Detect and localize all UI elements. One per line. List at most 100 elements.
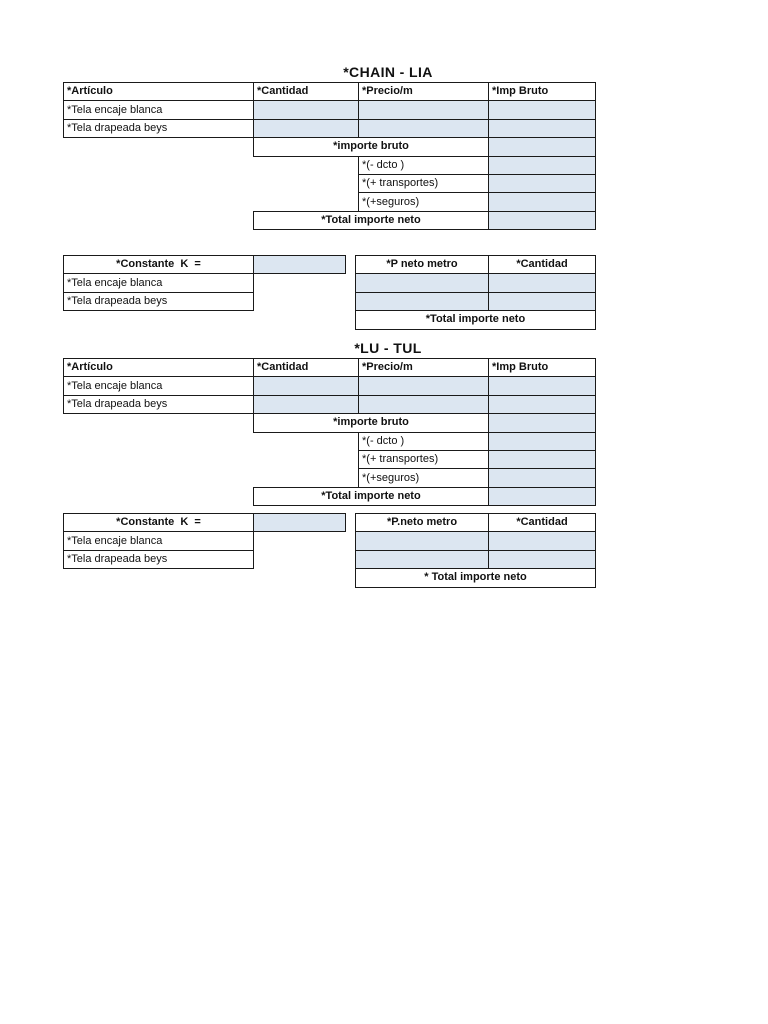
column-header-cantidad: *Cantidad <box>488 512 596 533</box>
empty-space <box>64 156 254 174</box>
constant-label-cell: *Constante K = <box>63 512 254 533</box>
constant-label-cell: *Constante K = <box>63 254 254 275</box>
article-name-cell: *Tela encaje blanca <box>63 273 254 293</box>
importe-bruto-value-cell[interactable] <box>488 137 596 157</box>
empty-space <box>346 532 356 550</box>
total-label-cell: *Total importe neto <box>253 486 489 507</box>
article-name-cell: *Tela drapeada beys <box>63 118 254 139</box>
article-name-cell: *Tela encaje blanca <box>63 376 254 396</box>
p-neto-input-cell[interactable] <box>355 531 489 551</box>
imp-bruto-input-cell[interactable] <box>488 394 596 415</box>
empty-space <box>254 274 346 292</box>
constant-table-lu-tul: *Constante K = *P.neto metro *Cantidad *… <box>63 512 596 588</box>
articles-table-lu-tul: *Artículo *Cantidad *Precio/m *Imp Bruto… <box>63 357 596 507</box>
p-neto-input-cell[interactable] <box>355 273 489 293</box>
cantidad-input-cell[interactable] <box>253 118 359 139</box>
cantidad-input-cell[interactable] <box>253 100 359 120</box>
table-row: *Total importe neto <box>64 210 596 231</box>
column-header-cantidad: *Cantidad <box>488 254 596 275</box>
empty-space <box>64 414 254 432</box>
column-header-articulo: *Artículo <box>63 357 254 378</box>
total-value-cell[interactable] <box>488 486 596 507</box>
imp-bruto-input-cell[interactable] <box>488 118 596 139</box>
column-header-precio: *Precio/m <box>358 357 489 378</box>
empty-space <box>254 193 359 211</box>
importe-bruto-label-cell: *importe bruto <box>253 137 489 157</box>
p-neto-input-cell[interactable] <box>355 291 489 312</box>
table-row: *(+seguros) <box>64 192 596 212</box>
empty-space <box>64 174 254 192</box>
table-row: *Artículo *Cantidad *Precio/m *Imp Bruto <box>63 81 596 102</box>
cantidad-input-cell[interactable] <box>488 273 596 293</box>
article-name-cell: *Tela drapeada beys <box>63 394 254 415</box>
empty-space <box>254 311 346 329</box>
empty-space <box>254 532 346 550</box>
table-row: *importe bruto <box>64 413 596 433</box>
empty-space <box>64 450 254 468</box>
adjustment-label-cell: *(+seguros) <box>358 192 489 212</box>
importe-bruto-value-cell[interactable] <box>488 413 596 433</box>
table-row: *(+ transportes) <box>64 173 596 194</box>
adjustment-value-cell[interactable] <box>488 155 596 175</box>
adjustment-label-cell: *(- dcto ) <box>358 431 489 451</box>
empty-space <box>64 432 254 450</box>
empty-space <box>346 292 356 310</box>
column-header-articulo: *Artículo <box>63 81 254 102</box>
empty-space <box>254 469 359 487</box>
empty-space <box>64 487 254 505</box>
adjustment-label-cell: *(+ transportes) <box>358 449 489 470</box>
empty-space <box>254 432 359 450</box>
adjustment-value-cell[interactable] <box>488 192 596 212</box>
column-header-imp-bruto: *Imp Bruto <box>488 81 596 102</box>
cantidad-input-cell[interactable] <box>488 531 596 551</box>
precio-input-cell[interactable] <box>358 118 489 139</box>
p-neto-input-cell[interactable] <box>355 549 489 570</box>
column-header-p-neto-metro: *P.neto metro <box>355 512 489 533</box>
empty-space <box>254 174 359 192</box>
column-header-precio: *Precio/m <box>358 81 489 102</box>
table-row: *Constante K = *P.neto metro *Cantidad <box>63 512 596 533</box>
imp-bruto-input-cell[interactable] <box>488 376 596 396</box>
adjustment-value-cell[interactable] <box>488 468 596 488</box>
column-header-cantidad: *Cantidad <box>253 357 359 378</box>
table-row: *(- dcto ) <box>64 431 596 451</box>
empty-space <box>254 550 346 568</box>
empty-space <box>346 550 356 568</box>
adjustment-label-cell: *(+ transportes) <box>358 173 489 194</box>
cantidad-input-cell[interactable] <box>488 549 596 570</box>
precio-input-cell[interactable] <box>358 376 489 396</box>
table-row: *Total importe neto <box>64 310 596 330</box>
empty-space <box>254 450 359 468</box>
section-title-chain-lia: *CHAIN - LIA <box>343 64 433 80</box>
total-label-cell: * Total importe neto <box>355 568 596 588</box>
empty-space <box>346 311 356 329</box>
table-row: *Tela drapeada beys <box>63 118 596 139</box>
article-name-cell: *Tela drapeada beys <box>63 291 254 312</box>
total-value-cell[interactable] <box>488 210 596 231</box>
adjustment-value-cell[interactable] <box>488 173 596 194</box>
table-row: *Tela encaje blanca <box>63 100 596 120</box>
article-name-cell: *Tela encaje blanca <box>63 531 254 551</box>
empty-space <box>346 256 356 274</box>
precio-input-cell[interactable] <box>358 100 489 120</box>
imp-bruto-input-cell[interactable] <box>488 100 596 120</box>
cantidad-input-cell[interactable] <box>253 376 359 396</box>
total-label-cell: *Total importe neto <box>253 210 489 231</box>
total-label-cell: *Total importe neto <box>355 310 596 330</box>
article-name-cell: *Tela encaje blanca <box>63 100 254 120</box>
constant-value-cell[interactable] <box>253 512 346 533</box>
cantidad-input-cell[interactable] <box>253 394 359 415</box>
constant-value-cell[interactable] <box>253 254 346 275</box>
precio-input-cell[interactable] <box>358 394 489 415</box>
empty-space <box>64 311 254 329</box>
adjustment-value-cell[interactable] <box>488 431 596 451</box>
table-row: *(- dcto ) <box>64 155 596 175</box>
table-row: *Tela drapeada beys <box>63 394 596 415</box>
adjustment-value-cell[interactable] <box>488 449 596 470</box>
table-row: *Tela drapeada beys <box>63 549 596 570</box>
cantidad-input-cell[interactable] <box>488 291 596 312</box>
empty-space <box>346 274 356 292</box>
empty-space <box>346 569 356 587</box>
articles-table-chain-lia: *Artículo *Cantidad *Precio/m *Imp Bruto… <box>63 81 596 231</box>
